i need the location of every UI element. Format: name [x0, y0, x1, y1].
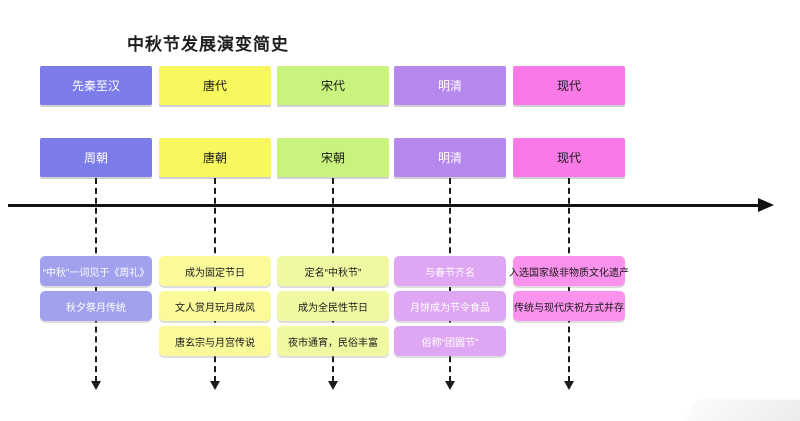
- timeline-column-ming-qing: 明清 明清 与春节齐名 月饼成为节令食品 俗称“团圆节”: [394, 0, 506, 421]
- timeline-axis-line: [8, 204, 760, 207]
- dynasty-header: 唐朝: [159, 138, 271, 177]
- era-header: 宋代: [277, 66, 389, 105]
- event-item: “中秋”一词见于《周礼》: [40, 256, 152, 286]
- down-arrow-icon: [210, 381, 220, 390]
- bottom-right-card-corner: [688, 400, 800, 421]
- timeline-arrowhead-icon: [758, 198, 774, 212]
- event-item: 俗称“团圆节”: [394, 326, 506, 356]
- timeline-column-pre-qin-han: 先秦至汉 周朝 “中秋”一词见于《周礼》 秋夕祭月传统: [40, 0, 152, 421]
- dynasty-header: 周朝: [40, 138, 152, 177]
- event-item: 月饼成为节令食品: [394, 291, 506, 321]
- dynasty-header: 现代: [513, 138, 625, 177]
- down-arrow-icon: [445, 381, 455, 390]
- timeline-column-tang: 唐代 唐朝 成为固定节日 文人赏月玩月成风 唐玄宗与月宫传说: [159, 0, 271, 421]
- event-item: 秋夕祭月传统: [40, 291, 152, 321]
- event-item: 夜市通宵，民俗丰富: [277, 326, 389, 356]
- event-item: 传统与现代庆祝方式并存: [513, 291, 625, 321]
- era-header: 明清: [394, 66, 506, 105]
- event-item: 成为全民性节日: [277, 291, 389, 321]
- event-item: 定名“中秋节”: [277, 256, 389, 286]
- dynasty-header: 明清: [394, 138, 506, 177]
- timeline-column-modern: 现代 现代 入选国家级非物质文化遗产 传统与现代庆祝方式并存: [509, 0, 629, 421]
- era-header: 现代: [513, 66, 625, 105]
- era-header: 唐代: [159, 66, 271, 105]
- event-item: 入选国家级非物质文化遗产: [509, 256, 629, 286]
- page-title: 中秋节发展演变简史: [127, 35, 289, 54]
- era-header: 先秦至汉: [40, 66, 152, 105]
- event-item: 唐玄宗与月宫传说: [159, 326, 271, 356]
- dynasty-header: 宋朝: [277, 138, 389, 177]
- timeline-column-song: 宋代 宋朝 定名“中秋节” 成为全民性节日 夜市通宵，民俗丰富: [277, 0, 389, 421]
- down-arrow-icon: [564, 381, 574, 390]
- event-item: 成为固定节日: [159, 256, 271, 286]
- event-item: 文人赏月玩月成风: [159, 291, 271, 321]
- down-arrow-icon: [328, 381, 338, 390]
- event-item: 与春节齐名: [394, 256, 506, 286]
- down-arrow-icon: [91, 381, 101, 390]
